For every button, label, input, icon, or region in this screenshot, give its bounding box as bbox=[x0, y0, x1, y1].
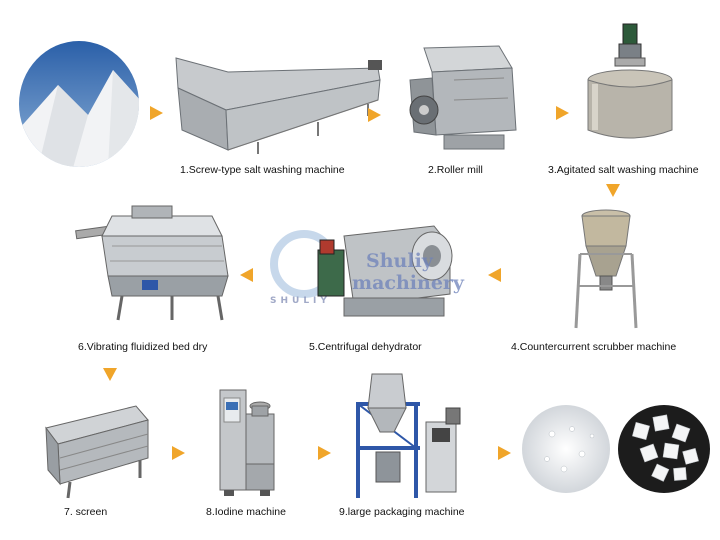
flow-arrow-1 bbox=[150, 106, 163, 120]
roller-mill-image bbox=[404, 40, 534, 155]
step-1-label: 1.Screw-type salt washing machine bbox=[180, 164, 345, 176]
countercurrent-scrubber-image bbox=[566, 206, 646, 330]
packaging-machine-image bbox=[346, 368, 474, 502]
step-5-label: 5.Centrifugal dehydrator bbox=[309, 341, 422, 353]
iodine-machine-image bbox=[216, 384, 280, 500]
agitated-washer-image bbox=[585, 22, 675, 152]
watermark-brand: Shuliy bbox=[366, 250, 433, 272]
centrifugal-dehydrator-image: Shuliy machinery SHULIY bbox=[264, 216, 464, 328]
flow-arrow-4 bbox=[606, 184, 620, 197]
step-9-label: 9.large packaging machine bbox=[339, 506, 465, 518]
watermark-caps: SHULIY bbox=[270, 296, 331, 306]
flow-arrow-5 bbox=[240, 268, 253, 282]
flow-arrow-6 bbox=[488, 268, 501, 282]
step-3-label: 3.Agitated salt washing machine bbox=[548, 164, 699, 176]
flow-arrow-7 bbox=[103, 368, 117, 381]
step-8-label: 8.Iodine machine bbox=[206, 506, 286, 518]
flow-arrow-9 bbox=[318, 446, 331, 460]
vibrating-screen-image bbox=[40, 398, 152, 502]
step-4-label: 4.Countercurrent scrubber machine bbox=[511, 341, 677, 353]
watermark-word: machinery bbox=[352, 272, 464, 294]
step-2-label: 2.Roller mill bbox=[428, 164, 483, 176]
screw-washer-image bbox=[168, 50, 388, 160]
flow-arrow-2 bbox=[368, 108, 381, 122]
raw-salt-image bbox=[18, 40, 140, 168]
flow-arrow-8 bbox=[172, 446, 185, 460]
step-6-label: 6.Vibrating fluidized bed dry bbox=[78, 341, 208, 353]
flow-arrow-10 bbox=[498, 446, 511, 460]
step-7-label: 7. screen bbox=[64, 506, 108, 518]
flow-arrow-3 bbox=[556, 106, 569, 120]
finished-salt-image bbox=[522, 404, 712, 494]
fluidized-bed-dryer-image bbox=[72, 205, 232, 324]
